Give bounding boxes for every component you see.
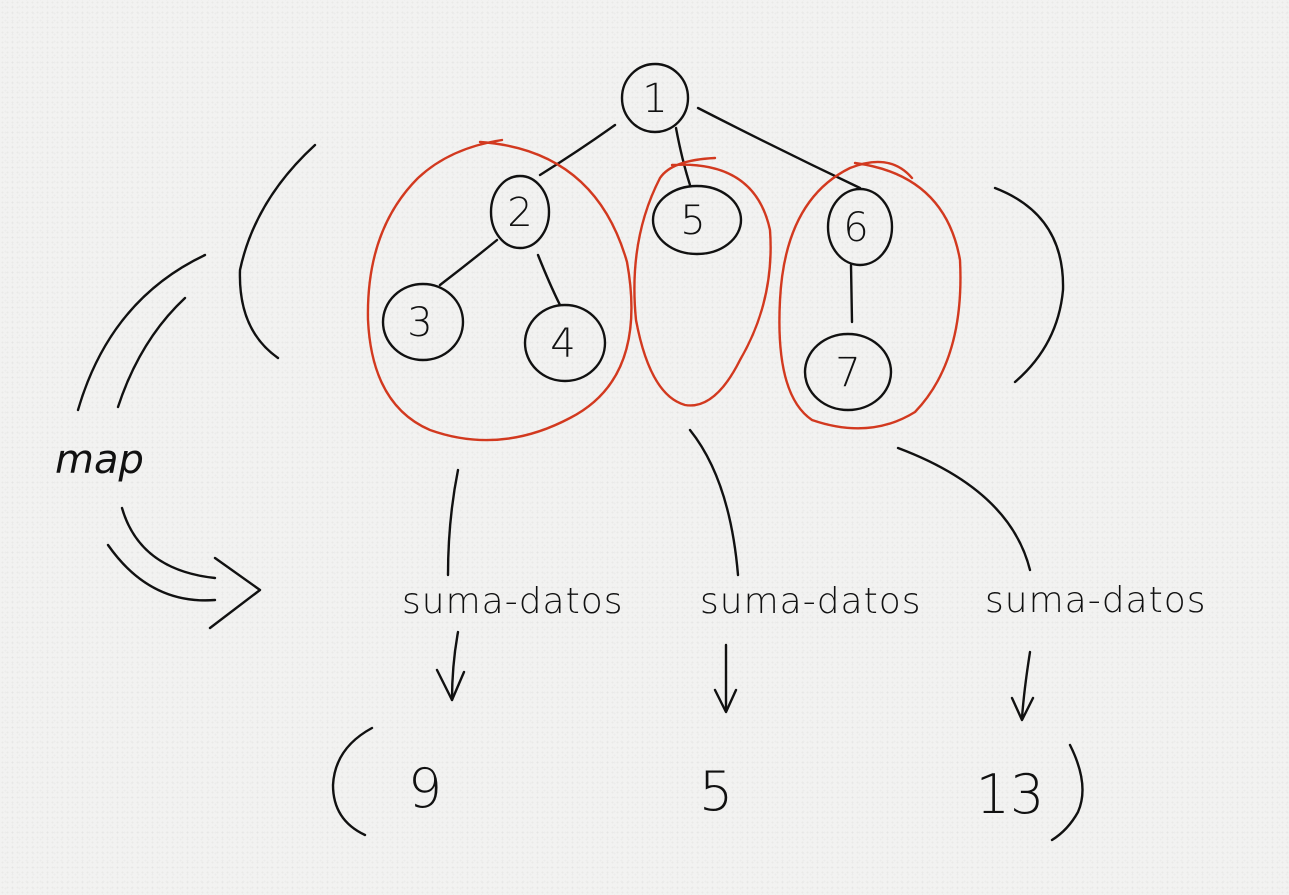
node-label: 2 xyxy=(507,190,532,236)
result-value-3: 13 xyxy=(976,763,1045,826)
down-arrow-icon xyxy=(1010,696,1035,722)
tree-node-6: 6 xyxy=(826,187,894,267)
tree-nodes: 1 2 3 4 5 6 7 xyxy=(381,62,894,412)
tree-node-3: 3 xyxy=(381,282,465,362)
node-label: 6 xyxy=(843,205,868,251)
map-label: map xyxy=(55,437,144,483)
tree-node-2: 2 xyxy=(489,174,551,250)
edge-1-6 xyxy=(696,106,862,190)
subtree-highlight-5 xyxy=(633,156,772,407)
subtree-highlight-6 xyxy=(778,160,962,430)
subtree-highlight-2 xyxy=(366,138,633,442)
edge-2-4 xyxy=(536,253,562,307)
map-arrow xyxy=(76,253,262,630)
result-value-1: 9 xyxy=(408,757,442,820)
edge-1-5 xyxy=(674,126,692,187)
subtree-highlights xyxy=(366,138,962,442)
edge-1-2 xyxy=(538,123,617,177)
right-parenthesis xyxy=(993,186,1065,384)
result-right-parenthesis xyxy=(1050,743,1084,842)
node-label: 3 xyxy=(407,300,432,346)
edge-2-3 xyxy=(438,238,499,287)
tree-node-5: 5 xyxy=(651,184,743,256)
down-arrow-1 xyxy=(435,630,466,702)
node-label: 5 xyxy=(680,198,705,244)
result-left-parenthesis xyxy=(331,726,374,837)
result-value-2: 5 xyxy=(699,760,733,823)
left-parenthesis xyxy=(238,143,317,360)
tree-node-4: 4 xyxy=(523,303,607,383)
down-arrow-icon xyxy=(435,668,466,702)
tree-edges xyxy=(438,106,862,324)
connector-1 xyxy=(446,468,460,577)
node-label: 1 xyxy=(642,76,667,122)
connector-3 xyxy=(896,446,1032,572)
tree-node-1: 1 xyxy=(620,62,690,134)
function-label-2: suma-datos xyxy=(700,581,922,622)
function-label-1: suma-datos xyxy=(402,581,624,622)
down-arrow-2 xyxy=(713,643,738,714)
arrow-head-icon xyxy=(208,556,262,630)
down-arrow-icon xyxy=(713,688,738,714)
arrow-shaft xyxy=(120,506,217,580)
edge-6-7 xyxy=(849,263,854,324)
down-arrow-3 xyxy=(1010,650,1035,722)
node-label: 4 xyxy=(550,321,575,367)
tree-node-7: 7 xyxy=(803,332,893,412)
function-label-3: suma-datos xyxy=(985,580,1207,621)
node-label: 7 xyxy=(835,350,860,396)
connector-2 xyxy=(688,428,740,577)
